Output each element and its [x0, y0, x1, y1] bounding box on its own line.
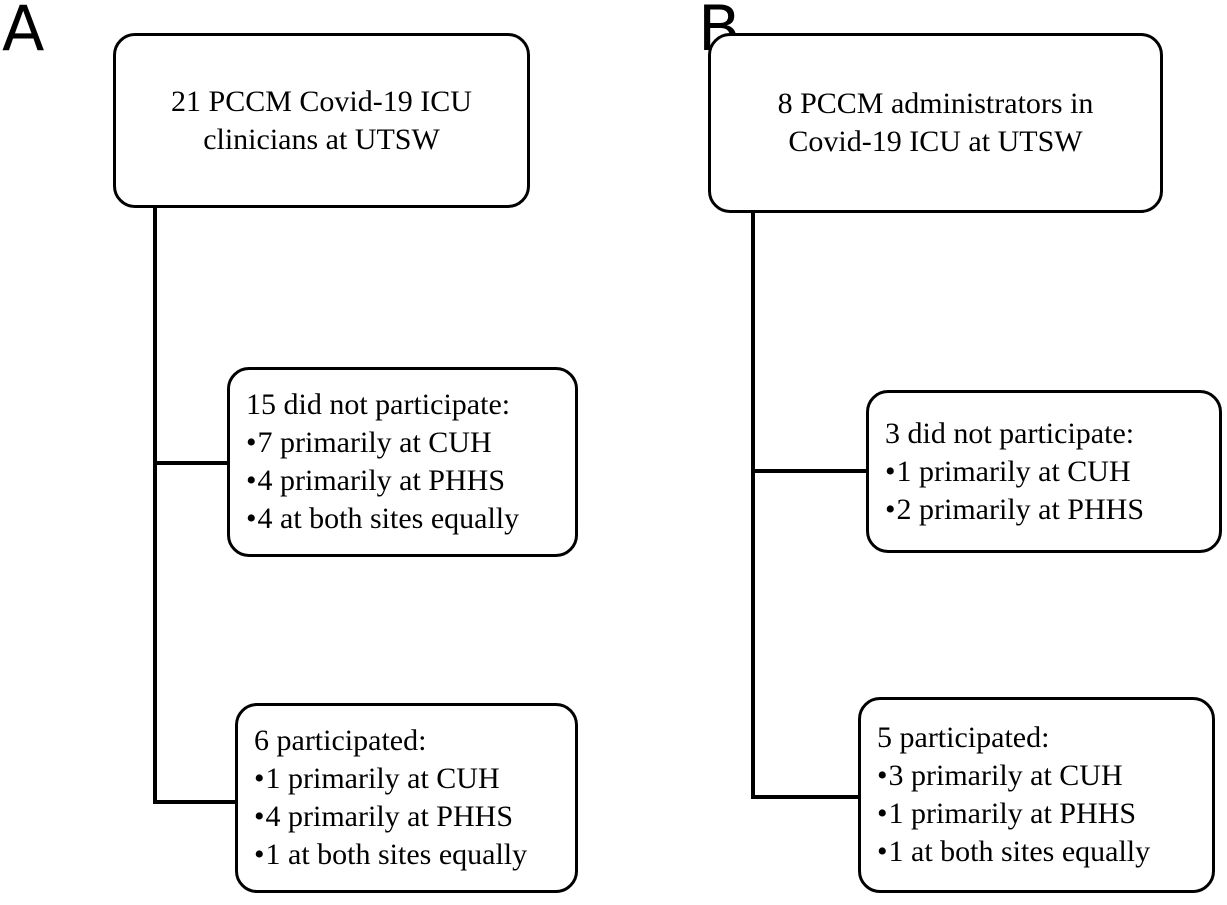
did-not-participate-box-b-bullet-2: 2 primarily at PHHS — [883, 491, 1205, 529]
did-not-participate-box-a-bullet-1: 7 primarily at CUH — [244, 424, 561, 462]
connector-branch-a-bottom — [153, 800, 241, 804]
root-box-b-line-1: 8 PCCM administrators in — [777, 87, 1094, 120]
participated-box-b-heading: 5 participated: — [877, 721, 1050, 754]
root-box-a-line-2: clinicians at UTSW — [203, 122, 440, 156]
did-not-participate-box-b-heading: 3 did not participate: — [885, 416, 1135, 450]
did-not-participate-box-a: 15 did not participate: 7 primarily at C… — [227, 367, 578, 557]
participated-box-a: 6 participated: 1 primarily at CUH 4 pri… — [235, 703, 578, 893]
connector-branch-b-bottom — [751, 795, 865, 799]
did-not-participate-box-b-bullet-1: 1 primarily at CUH — [883, 453, 1205, 491]
did-not-participate-box-b-body: 3 did not participate: 1 primarily at CU… — [869, 415, 1219, 529]
did-not-participate-box-a-bullet-3: 4 at both sites equally — [244, 500, 561, 538]
did-not-participate-box-b: 3 did not participate: 1 primarily at CU… — [866, 390, 1222, 553]
participated-box-a-bullet-3: 1 at both sites equally — [252, 836, 561, 874]
participated-box-a-bullet-2: 4 primarily at PHHS — [252, 798, 561, 836]
did-not-participate-box-a-body: 15 did not participate: 7 primarily at C… — [230, 386, 575, 538]
root-box-a: 21 PCCM Covid-19 ICU clinicians at UTSW — [113, 33, 530, 208]
connector-trunk-b — [751, 211, 755, 799]
participated-box-b-bullet-2: 1 primarily at PHHS — [875, 795, 1198, 833]
participated-box-a-heading: 6 participated: — [254, 724, 427, 757]
did-not-participate-box-a-bullet-2: 4 primarily at PHHS — [244, 462, 561, 500]
connector-trunk-a — [153, 206, 157, 804]
connector-branch-b-middle — [751, 469, 873, 473]
participated-box-b-bullet-3: 1 at both sites equally — [875, 833, 1198, 871]
root-box-a-line-1: 21 PCCM Covid-19 ICU — [171, 84, 472, 118]
connector-branch-a-middle — [153, 461, 233, 465]
participated-box-a-bullet-1: 1 primarily at CUH — [252, 760, 561, 798]
participated-box-b-bullet-1: 3 primarily at CUH — [875, 757, 1198, 795]
root-box-b: 8 PCCM administrators in Covid-19 ICU at… — [708, 33, 1163, 213]
root-box-a-body: 21 PCCM Covid-19 ICU clinicians at UTSW — [116, 83, 527, 159]
did-not-participate-box-a-heading: 15 did not participate: — [246, 388, 511, 421]
root-box-b-line-2: Covid-19 ICU at UTSW — [788, 125, 1083, 158]
root-box-b-body: 8 PCCM administrators in Covid-19 ICU at… — [711, 85, 1160, 161]
participated-box-a-body: 6 participated: 1 primarily at CUH 4 pri… — [238, 722, 575, 874]
participated-box-b: 5 participated: 3 primarily at CUH 1 pri… — [858, 697, 1215, 893]
participated-box-b-body: 5 participated: 3 primarily at CUH 1 pri… — [861, 719, 1212, 871]
panel-label-a: A — [2, 0, 45, 65]
